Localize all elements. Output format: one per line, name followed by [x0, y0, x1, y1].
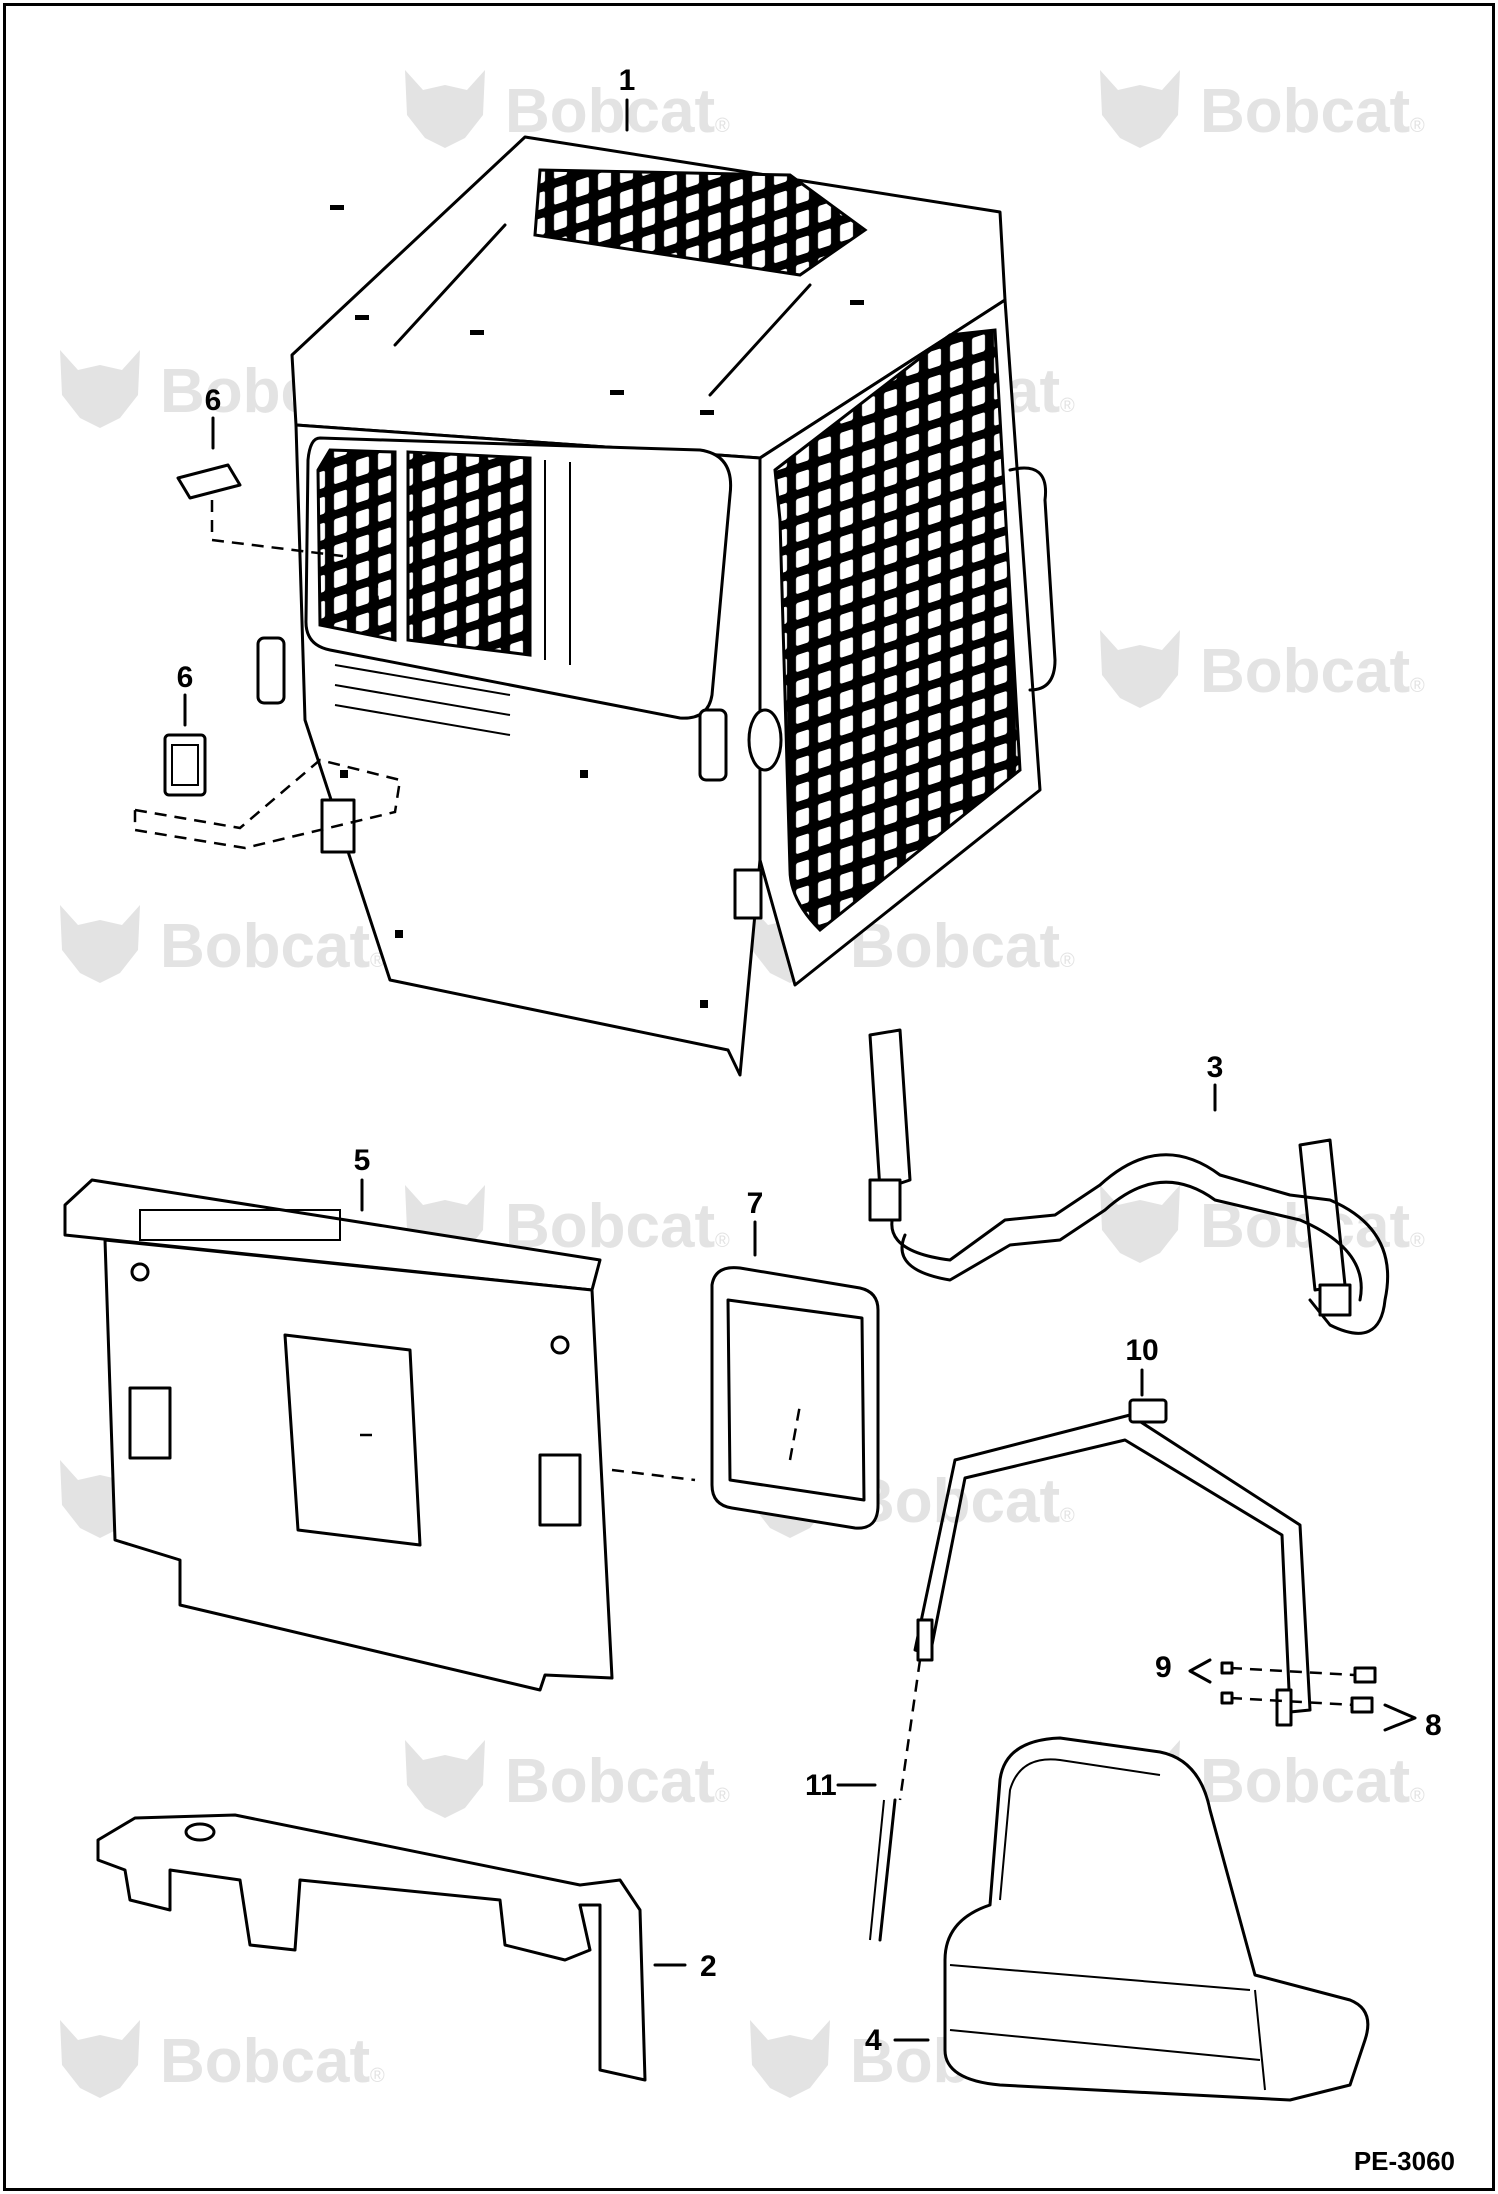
- bobcat-watermark: Bobcat®: [405, 70, 730, 148]
- rear-window: [710, 1266, 880, 1530]
- callout-6-lower: 6: [177, 661, 194, 727]
- callout-11: 11: [805, 1769, 877, 1802]
- svg-text:11: 11: [805, 1769, 837, 1802]
- watermark-text: Bobcat: [1200, 637, 1410, 706]
- svg-text:6: 6: [177, 661, 194, 694]
- watermark-registered-mark: ®: [1060, 950, 1075, 972]
- bobcat-logo-icon: [1100, 1185, 1180, 1263]
- watermark-registered-mark: ®: [1410, 115, 1425, 137]
- watermark-text: Bobcat: [505, 77, 715, 146]
- callout-9: 9: [1155, 1651, 1172, 1684]
- callout-8: 8: [1425, 1709, 1442, 1742]
- callout-6-upper: 6: [205, 384, 222, 450]
- bobcat-logo-icon: [1100, 70, 1180, 148]
- operator-seat: [943, 1736, 1370, 2102]
- seat-base-bracket: [96, 1813, 647, 2082]
- part-6-lower-plate: [133, 733, 402, 850]
- svg-text:4: 4: [865, 2024, 882, 2057]
- watermark-text: Bobcat: [1200, 77, 1410, 146]
- svg-text:9: 9: [1155, 1651, 1172, 1684]
- svg-text:1: 1: [619, 64, 636, 97]
- watermark-registered-mark: ®: [715, 1785, 730, 1807]
- rear-panel: [63, 1178, 696, 1692]
- watermark-registered-mark: ®: [1410, 1785, 1425, 1807]
- watermark-text: Bobcat: [850, 912, 1060, 981]
- figure-reference: PE-3060: [1354, 2146, 1455, 2176]
- watermark-registered-mark: ®: [370, 2065, 385, 2087]
- svg-text:2: 2: [700, 1950, 717, 1983]
- bobcat-watermark: Bobcat®: [405, 1740, 730, 1818]
- bobcat-watermark: Bobcat®: [1100, 1185, 1425, 1263]
- part-6-upper-plate: [176, 463, 380, 606]
- callout-7: 7: [747, 1187, 764, 1257]
- callout-1: 1: [619, 64, 636, 132]
- svg-text:8: 8: [1425, 1709, 1442, 1742]
- callout-10: 10: [1125, 1334, 1159, 1397]
- watermark-registered-mark: ®: [715, 115, 730, 137]
- bobcat-watermark: Bobcat®: [1100, 630, 1425, 708]
- bobcat-logo-icon: [60, 2020, 140, 2098]
- watermark-text: Bobcat: [160, 2027, 370, 2096]
- callout-5: 5: [354, 1144, 371, 1212]
- bobcat-logo-icon: [405, 1740, 485, 1818]
- callout-2: 2: [653, 1950, 717, 1983]
- bobcat-logo-icon: [405, 70, 485, 148]
- watermark-registered-mark: ®: [715, 1230, 730, 1252]
- bobcat-logo-icon: [1100, 630, 1180, 708]
- watermark-text: Bobcat: [505, 1747, 715, 1816]
- svg-text:7: 7: [747, 1187, 764, 1220]
- watermark-text: Bobcat: [1200, 1747, 1410, 1816]
- seat-bar: [868, 1028, 1390, 1335]
- watermark-text: Bobcat: [160, 912, 370, 981]
- svg-text:6: 6: [205, 384, 222, 417]
- watermark-registered-mark: ®: [1410, 675, 1425, 697]
- callout-3: 3: [1207, 1051, 1224, 1112]
- svg-text:5: 5: [354, 1144, 371, 1177]
- bobcat-watermark: Bobcat®: [1100, 70, 1425, 148]
- watermark-registered-mark: ®: [1060, 395, 1075, 417]
- svg-text:3: 3: [1207, 1051, 1224, 1084]
- bobcat-watermark: Bobcat®: [60, 905, 385, 983]
- watermark-registered-mark: ®: [1060, 1505, 1075, 1527]
- seatbelt-bracket: [869, 1398, 1417, 1942]
- cab-assembly: [256, 135, 1057, 1077]
- bobcat-logo-icon: [750, 2020, 830, 2098]
- callout-4: 4: [865, 2024, 930, 2057]
- bobcat-logo-icon: [60, 350, 140, 428]
- bobcat-watermark: Bobcat®: [60, 2020, 385, 2098]
- svg-text:10: 10: [1125, 1334, 1158, 1367]
- bobcat-logo-icon: [60, 905, 140, 983]
- watermark-registered-mark: ®: [1410, 1230, 1425, 1252]
